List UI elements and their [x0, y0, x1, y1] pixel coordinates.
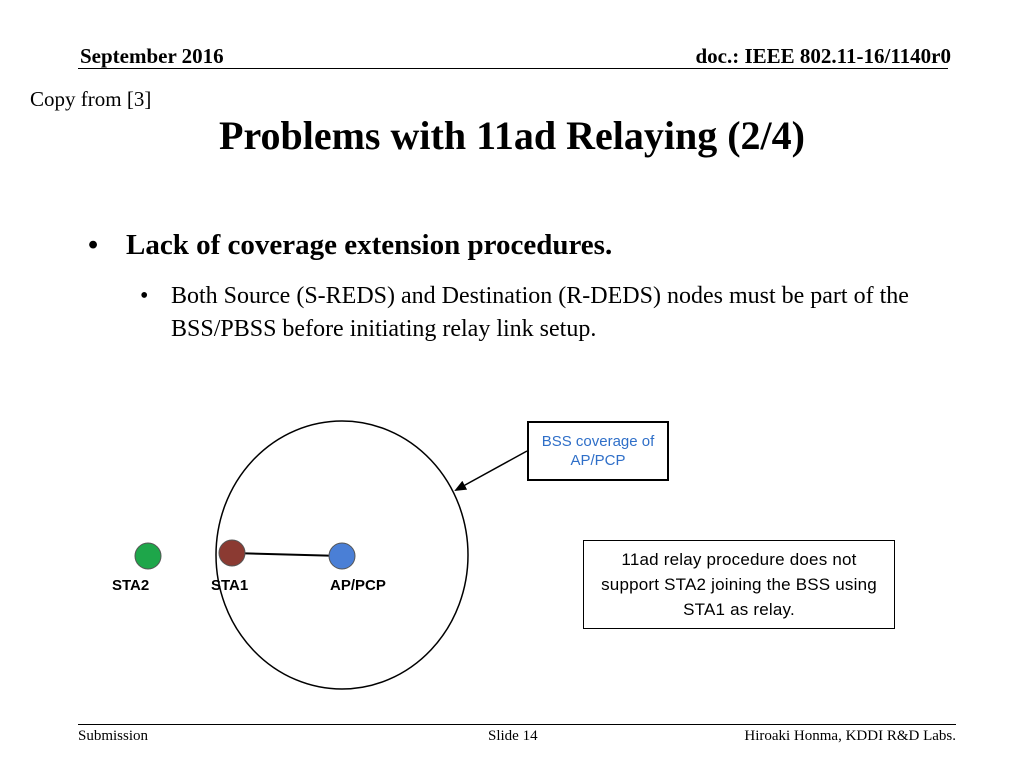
bullet-dot: •: [140, 283, 149, 309]
bss-coverage-circle: [215, 420, 469, 690]
relay-link-line: [231, 552, 343, 557]
coverage-callout: BSS coverage of AP/PCP: [527, 421, 669, 481]
note-callout: 11ad relay procedure does not support ST…: [583, 540, 895, 629]
node-label-sta2: STA2: [112, 577, 150, 594]
bullet-main: • Lack of coverage extension procedures.: [88, 229, 612, 262]
footer-rule: [78, 724, 956, 725]
bullet-main-text: Lack of coverage extension procedures.: [126, 229, 613, 261]
header-rule: [78, 68, 948, 69]
node-ap-pcp: [328, 542, 356, 570]
footer-author: Hiroaki Honma, KDDI R&D Labs.: [744, 728, 956, 744]
footer-slide-number: Slide 14: [488, 728, 538, 744]
footer-submission: Submission: [78, 728, 149, 744]
bullet-sub-text: Both Source (S-REDS) and Destination (R-…: [171, 283, 909, 342]
copy-note: Copy from [3]: [30, 87, 152, 111]
node-sta2: [134, 542, 162, 570]
header-doc-id: doc.: IEEE 802.11-16/1140r0: [695, 44, 951, 68]
header-date: September 2016: [80, 44, 224, 68]
bullet-sub: • Both Source (S-REDS) and Destination (…: [140, 280, 940, 346]
node-label-ap-pcp: AP/PCP: [330, 577, 386, 594]
coverage-arrow: [454, 450, 528, 491]
bullet-dot: •: [88, 229, 99, 261]
node-label-sta1: STA1: [211, 577, 249, 594]
slide-title: Problems with 11ad Relaying (2/4): [219, 113, 805, 158]
node-sta1: [218, 539, 246, 567]
